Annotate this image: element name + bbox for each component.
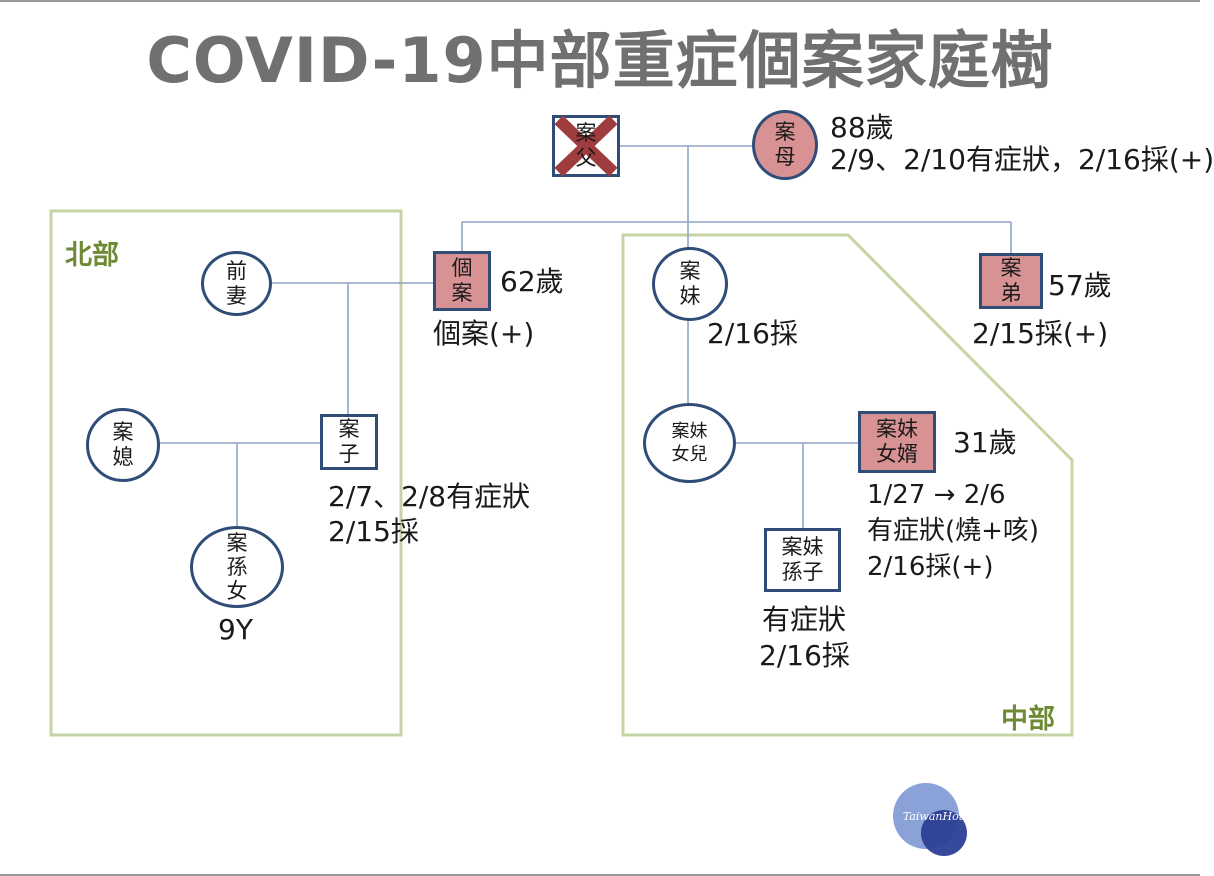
index-status: 個案(+) [433,317,535,350]
son-in-law-age: 31歲 [953,426,1017,459]
index-age: 62歲 [500,265,564,298]
daughter-in-law-label: 案 媳 [112,420,134,469]
mother-status: 2/9、2/10有症狀，2/16採(+) [830,143,1214,176]
brother-age: 57歲 [1048,269,1112,302]
taiwanhot-logo: TaiwanHot [893,782,973,856]
grandson-test: 2/16採 [759,639,850,672]
ex-wife-node: 前 妻 [201,251,272,316]
daughter-in-law-node: 案 媳 [86,408,160,482]
page-title: COVID-19中部重症個案家庭樹 [146,24,1054,97]
granddaughter-node: 案 孫 女 [190,526,284,608]
logo-circles-icon [893,783,967,856]
logo-text: TaiwanHot [902,810,964,823]
sister-label: 案 妹 [679,259,701,308]
brother-status: 2/15採(+) [972,317,1109,350]
brother-label: 案 弟 [1000,256,1022,305]
sister-son-in-law-node: 案妹 女婿 [858,411,936,473]
sister-daughter-label: 案妹 女兒 [671,421,708,465]
central-region-border [621,233,1074,737]
son-label: 案 子 [338,417,360,466]
north-region-label: 北部 [65,240,119,271]
son-in-law-symptoms: 有症狀(燒+咳) [867,516,1040,546]
sister-grandson-node: 案妹 孫子 [764,528,841,592]
father-label: 案 父 [575,121,597,170]
granddaughter-label: 案 孫 女 [226,531,248,603]
son-in-law-test: 2/16採(+) [867,552,994,582]
son-test: 2/15採 [328,515,419,548]
granddaughter-age: 9Y [218,613,253,646]
index-case-node: 個 案 [433,251,491,311]
father-node: 案 父 [552,115,620,177]
north-region-border [49,209,403,737]
index-case-label: 個 案 [451,256,473,305]
sister-status: 2/16採 [707,317,798,350]
brother-node: 案 弟 [979,253,1043,309]
son-node: 案 子 [320,414,378,470]
mother-age: 88歲 [830,111,894,144]
mother-node: 案 母 [752,110,818,180]
top-rule [0,0,1200,2]
grandson-symptoms: 有症狀 [762,603,847,636]
bottom-rule [0,874,1200,876]
sister-daughter-node: 案妹 女兒 [643,403,736,483]
sister-grandson-label: 案妹 孫子 [781,535,824,584]
son-symptoms: 2/7、2/8有症狀 [328,480,531,513]
ex-wife-label: 前 妻 [226,258,247,308]
central-region-label: 中部 [1001,704,1055,735]
mother-label: 案 母 [774,120,796,169]
sister-node: 案 妹 [652,247,728,321]
deceased-x-icon [554,115,618,177]
sister-son-in-law-label: 案妹 女婿 [876,417,918,466]
son-in-law-onset: 1/27 → 2/6 [867,480,1006,510]
